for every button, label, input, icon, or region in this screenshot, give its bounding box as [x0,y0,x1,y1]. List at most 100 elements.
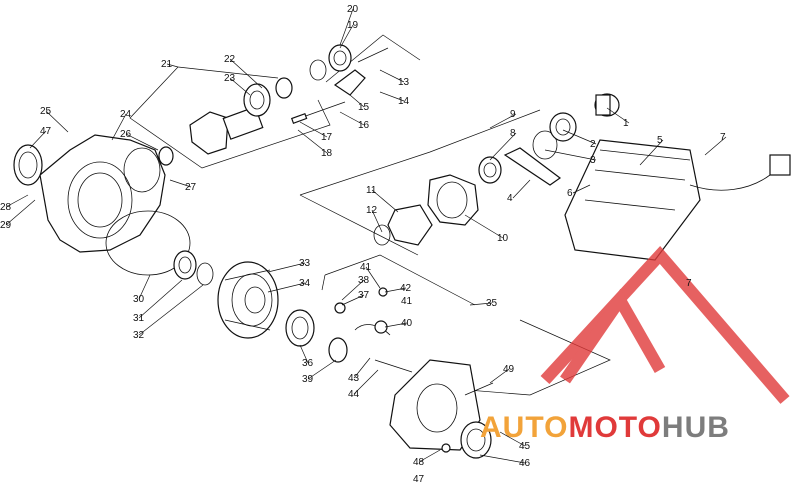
leader-2 [562,129,597,145]
cross-shaft [374,359,413,373]
callout-31: 31 [133,313,145,324]
leader-26 [125,133,159,151]
callout-44: 44 [348,389,360,400]
leader-17 [299,121,328,138]
leader-16 [339,111,365,126]
callout-6: 6 [567,188,573,199]
coupler-o-ring [373,224,391,246]
callout-18: 18 [321,148,333,159]
leader-20 [339,8,354,46]
callout-41-repeat: 41 [401,296,413,307]
callout-4: 4 [507,193,513,204]
callout-2: 2 [590,139,596,150]
callout-13: 13 [398,77,410,88]
callout-7-repeat: 7 [686,278,692,289]
small-washer [334,302,346,314]
carrier-bearing-2 [285,309,315,347]
pinion-bearing [243,83,271,117]
front-housing [13,134,166,253]
callout-12: 12 [366,205,378,216]
housing-o-ring [105,210,191,276]
callout-45: 45 [519,441,531,452]
output-seal [460,421,492,459]
leader-10 [464,214,504,239]
leader-9 [489,113,517,129]
actuator [564,139,791,261]
callout-40: 40 [401,318,413,329]
carrier-shim [196,262,214,286]
input-seal [549,112,577,142]
leader-27 [169,179,192,188]
callout-14: 14 [398,96,410,107]
leader-15 [349,94,365,108]
fork-pin [357,47,389,63]
leader-36 [299,344,309,364]
callout-10: 10 [497,233,509,244]
leader-1 [606,107,630,124]
callout-8: 8 [510,128,516,139]
callout-11: 11 [366,185,377,196]
coupler-bearing [478,156,502,184]
watermark-text: AUTOMOTOHUB [480,411,730,444]
leader-32 [138,284,204,336]
pinion-spacer [275,77,293,99]
callout-26: 26 [120,129,132,140]
leader-46 [479,454,526,464]
leader-25 [45,110,69,133]
callout-33: 33 [299,258,311,269]
input-bearing [328,44,352,72]
leader-8 [489,132,517,161]
leader-47 [29,130,47,149]
leader-28 [5,194,29,208]
group-outline-21 [129,34,421,169]
watermark-logo [540,245,790,404]
callout-28: 28 [0,202,12,213]
leader-30 [138,274,151,300]
leader-39 [307,359,337,380]
shift-rod [299,101,346,119]
watermark-moto: MOTO [568,411,661,444]
leader-33 [267,262,306,273]
leader-40 [384,322,408,328]
callout-25: 25 [40,106,52,117]
leader-41 [365,266,381,289]
callout-48: 48 [413,457,425,468]
callout-1: 1 [623,118,629,129]
leader-35 [469,302,493,306]
leader-12 [371,209,383,233]
wire-spring [354,324,391,336]
leader-48 [418,449,441,463]
rod-spring [290,112,308,124]
leader-14 [379,91,405,102]
callout-47-repeat: 47 [413,474,425,485]
watermark-auto: AUTO [480,411,568,444]
callout-39: 39 [302,374,314,385]
nut [378,287,388,297]
shift-fork [333,69,366,96]
callout-16: 16 [358,120,370,131]
callout-15: 15 [358,102,370,113]
snap-ring [309,59,327,81]
pinion-bushing [158,146,174,166]
coupler-gasket [387,204,433,246]
leader-49 [489,368,510,384]
leader-5 [639,139,664,166]
callout-23: 23 [224,73,236,84]
callout-5: 5 [657,135,663,146]
callout-36: 36 [302,358,314,369]
leader-31 [138,279,183,319]
group-outline-10 [299,109,541,256]
callout-37: 37 [358,290,370,301]
leader-22 [229,58,263,89]
svg-text:AUTOMOTOHUB: AUTOMOTOHUB [480,411,730,444]
input-coupler [594,93,620,117]
callout-9: 9 [510,109,516,120]
leader-7 [704,136,727,156]
callout-leaders [5,8,727,464]
callout-22: 22 [224,54,236,65]
leader-45 [499,431,526,447]
callout-46: 46 [519,458,531,469]
